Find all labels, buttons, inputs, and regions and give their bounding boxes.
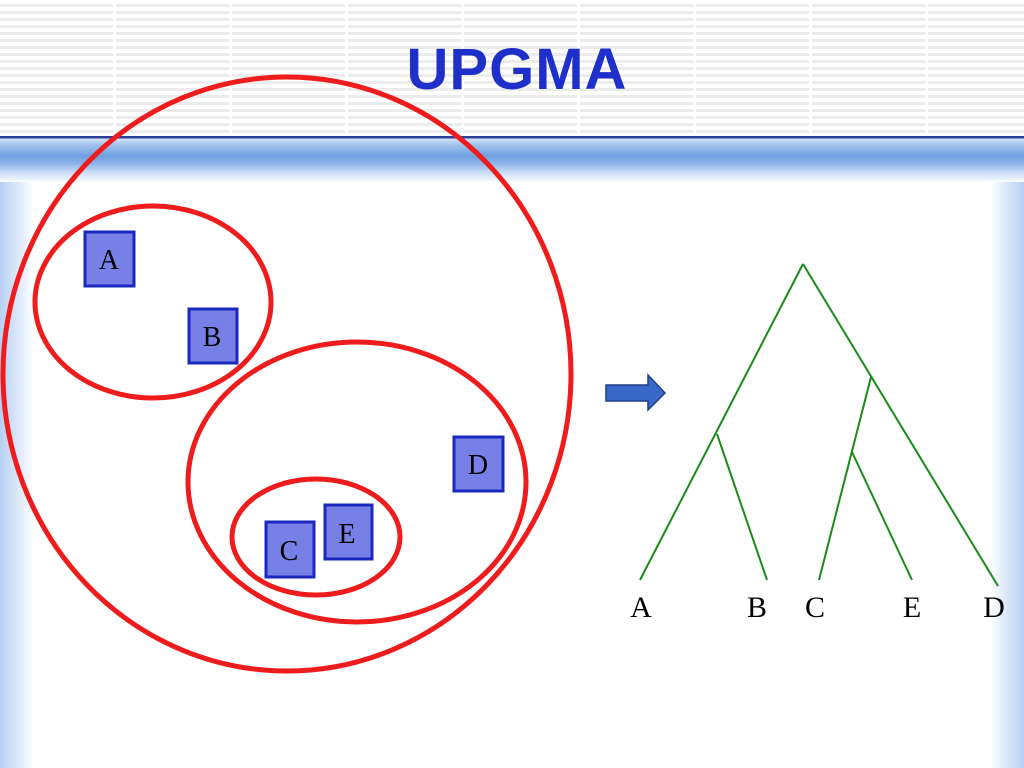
cluster-ab bbox=[32, 203, 274, 401]
branch-ce-e bbox=[851, 451, 913, 581]
header-gradient-bar bbox=[0, 136, 1024, 182]
node-a: A bbox=[83, 230, 136, 288]
right-edge-gradient bbox=[990, 182, 1024, 768]
branch-cde-c bbox=[818, 376, 872, 581]
right-arrow-icon bbox=[605, 373, 667, 412]
node-label-d: D bbox=[468, 450, 488, 481]
node-c: C bbox=[264, 520, 316, 579]
header-band bbox=[0, 0, 1024, 136]
branch-root-d bbox=[802, 263, 999, 587]
leaf-label-d: D bbox=[983, 591, 1005, 624]
leaf-label-b: B bbox=[747, 591, 767, 624]
node-b: B bbox=[187, 307, 239, 365]
leaf-label-a: A bbox=[630, 591, 652, 624]
node-label-e: E bbox=[338, 519, 355, 550]
phylogenetic-tree bbox=[639, 263, 999, 587]
cluster-ce bbox=[229, 476, 403, 598]
leaf-label-c: C bbox=[805, 591, 825, 624]
node-d: D bbox=[452, 435, 505, 493]
node-label-c: C bbox=[280, 536, 299, 567]
node-label-a: A bbox=[99, 245, 120, 276]
cluster-all bbox=[0, 74, 574, 674]
node-e: E bbox=[323, 503, 374, 561]
branch-root-a bbox=[639, 263, 804, 581]
branch-ab-b bbox=[716, 433, 768, 581]
node-label-b: B bbox=[203, 322, 222, 353]
cluster-cde bbox=[185, 339, 529, 625]
leaf-label-e: E bbox=[903, 591, 921, 624]
slide-title: UPGMA bbox=[406, 37, 628, 102]
